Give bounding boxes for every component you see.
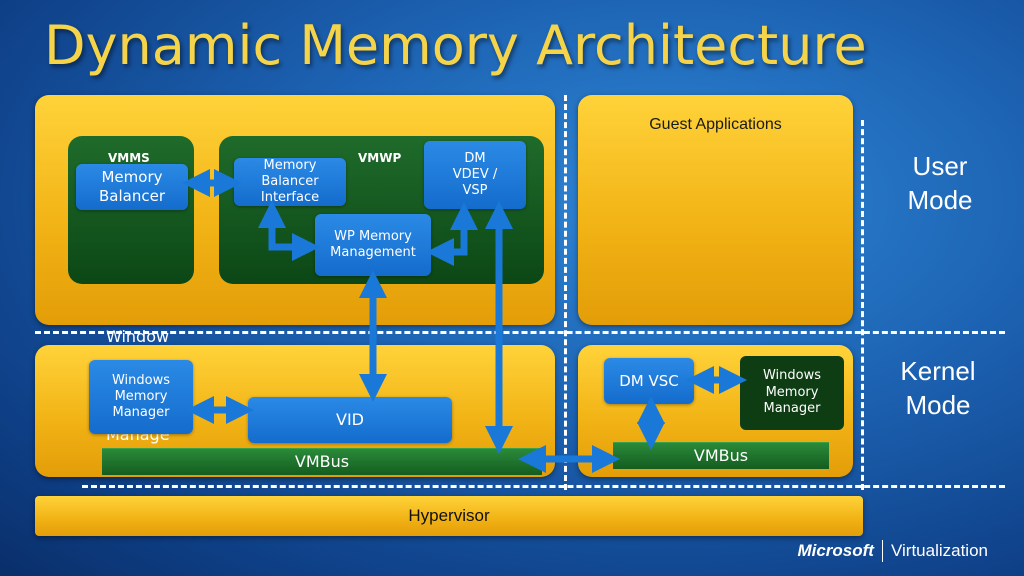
guest-vmbus-label: VMBus	[693, 446, 749, 465]
memory-balancer-box: Memory Balancer	[76, 164, 188, 210]
partition-divider-line	[564, 95, 567, 490]
windows-text-behind: Window	[106, 327, 170, 346]
kernel-mode-label: Kernel Mode	[878, 355, 998, 423]
dm-vsc-label: DM VSC	[619, 371, 679, 390]
wp-memory-management-box: WP Memory Management	[315, 214, 431, 276]
user-mode-line1: User	[912, 151, 968, 181]
parent-vmbus-label: VMBus	[294, 452, 350, 471]
user-kernel-boundary-line	[35, 331, 1005, 334]
dm-vdev-vsp-label: DM VDEV / VSP	[452, 150, 498, 199]
guest-windows-memory-manager-label: Windows Memory Manager	[762, 367, 822, 417]
kernel-hypervisor-boundary-line	[82, 485, 1005, 488]
vid-label: VID	[336, 410, 364, 429]
kernel-mode-line1: Kernel	[900, 356, 976, 386]
dm-vdev-vsp-box: DM VDEV / VSP	[424, 141, 526, 209]
guest-vmbus-bar: VMBus	[613, 442, 829, 469]
wp-memory-management-label: WP Memory Management	[330, 228, 416, 260]
memory-balancer-interface-label: Memory Balancer Interface	[260, 157, 320, 206]
logo-separator	[881, 540, 883, 562]
hypervisor-bar: Hypervisor	[35, 496, 863, 536]
parent-vmbus-bar: VMBus	[102, 448, 542, 475]
memory-balancer-label: Memory Balancer	[99, 168, 165, 205]
microsoft-logo: Microsoft	[797, 541, 874, 560]
vmms-container	[68, 136, 194, 284]
footer-logo: Microsoft Virtualization	[797, 540, 988, 562]
virtualization-label: Virtualization	[890, 541, 988, 560]
guest-applications-label: Guest Applications	[649, 116, 782, 133]
dm-vsc-box: DM VSC	[604, 358, 694, 404]
guest-windows-memory-manager-box: Windows Memory Manager	[740, 356, 844, 430]
user-mode-label: User Mode	[880, 150, 1000, 218]
user-mode-line2: Mode	[907, 184, 973, 215]
vmms-label: VMMS	[108, 151, 150, 165]
guest-right-divider-line	[861, 120, 864, 490]
kernel-mode-line2: Mode	[905, 389, 971, 420]
parent-windows-memory-manager-box: Windows Memory Manager	[89, 360, 193, 434]
memory-balancer-interface-box: Memory Balancer Interface	[234, 158, 346, 206]
vid-box: VID	[248, 397, 452, 443]
vmwp-label: VMWP	[358, 151, 402, 165]
parent-windows-memory-manager-label: Windows Memory Manager	[111, 372, 171, 421]
hypervisor-label: Hypervisor	[408, 506, 490, 525]
guest-user-mode-panel	[578, 95, 853, 325]
slide-title: Dynamic Memory Architecture	[44, 14, 867, 77]
